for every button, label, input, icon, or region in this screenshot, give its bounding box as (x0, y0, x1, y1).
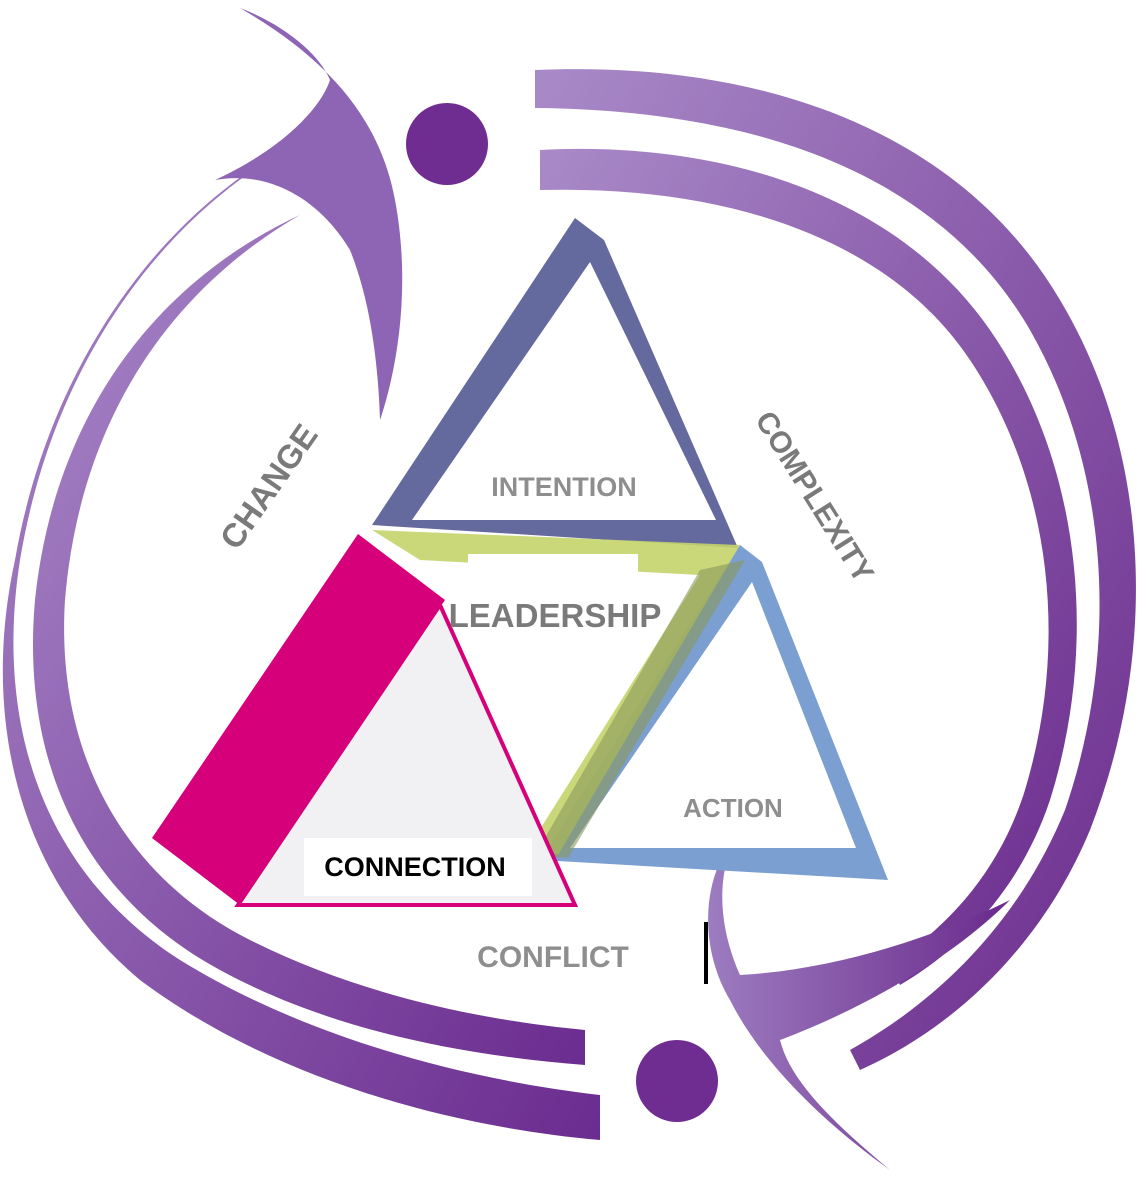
bottom-figure-arm (708, 838, 1010, 1170)
label-action: ACTION (683, 793, 783, 823)
top-figure-arm (215, 8, 403, 420)
label-conflict: CONFLICT (477, 941, 629, 974)
label-intention: INTENTION (491, 472, 637, 502)
label-leadership: LEADERSHIP (449, 597, 662, 634)
connection-label-bg (304, 838, 532, 896)
label-change: CHANGE (212, 417, 324, 555)
conflict-divider (704, 922, 708, 984)
conflict-label-bg (400, 920, 706, 986)
action-triangle (540, 545, 888, 880)
top-figure-head (406, 103, 488, 185)
intention-label-bg (468, 466, 638, 516)
leadership-label-bg (468, 554, 638, 584)
action-label-bg (640, 787, 800, 837)
label-connection: CONNECTION (324, 852, 506, 882)
label-complexity: COMPLEXITY (748, 406, 879, 589)
bottom-figure-head (636, 1040, 718, 1122)
leadership-triangle (372, 530, 745, 858)
intention-triangle (372, 218, 738, 548)
connection-triangle (152, 534, 579, 907)
outer-swoosh-group (2, 8, 1136, 1170)
